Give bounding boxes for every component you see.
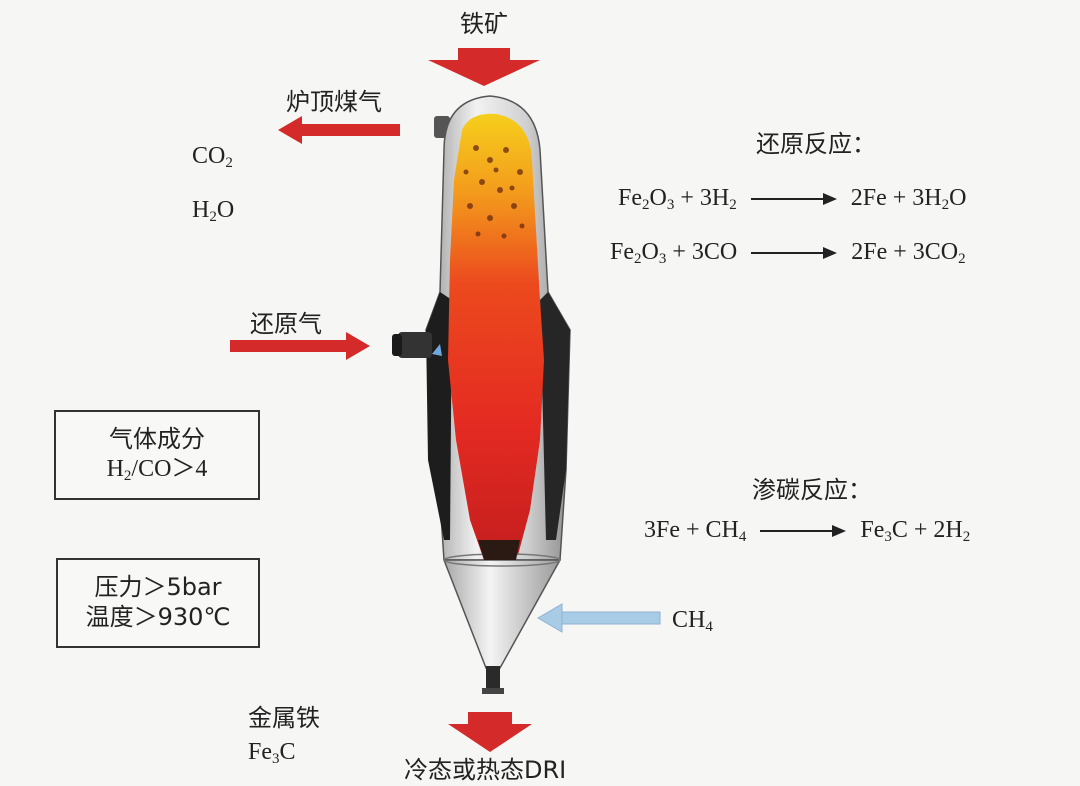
- reducing-gas-label: 还原气: [250, 310, 322, 338]
- reduction-title: 还原反应：: [756, 130, 876, 158]
- ch4-arrow: [537, 603, 661, 633]
- h2o-label: H2O: [192, 197, 235, 225]
- iron-ore-arrow: [428, 48, 540, 86]
- reducing-gas-arrow: [230, 332, 370, 360]
- top-gas-label: 炉顶煤气: [286, 88, 382, 116]
- fe3c-output-label: Fe3C: [248, 739, 296, 767]
- gas-ratio: H2/CO＞4: [106, 456, 208, 484]
- temperature-condition: 温度＞930℃: [85, 603, 231, 631]
- top-gas-arrow: [278, 116, 400, 144]
- co2-label: CO2: [192, 143, 233, 171]
- gas-composition-box: 气体成分 H2/CO＞4: [54, 410, 260, 500]
- metal-iron-label: 金属铁: [248, 704, 320, 732]
- conditions-box: 压力＞5bar 温度＞930℃: [56, 558, 260, 648]
- pressure-condition: 压力＞5bar: [94, 573, 222, 601]
- dri-output-arrow: [448, 712, 532, 752]
- gas-composition-title: 气体成分: [109, 425, 205, 453]
- reaction-arrow: [760, 524, 847, 538]
- ch4-label: CH4: [672, 607, 713, 635]
- reaction-arrow: [751, 246, 838, 260]
- iron-ore-label: 铁矿: [460, 10, 508, 38]
- carburization-title: 渗碳反应：: [752, 476, 872, 504]
- reaction-arrow: [750, 192, 837, 206]
- shaft-furnace: [392, 95, 571, 694]
- dri-label: 冷态或热态DRI: [404, 756, 567, 784]
